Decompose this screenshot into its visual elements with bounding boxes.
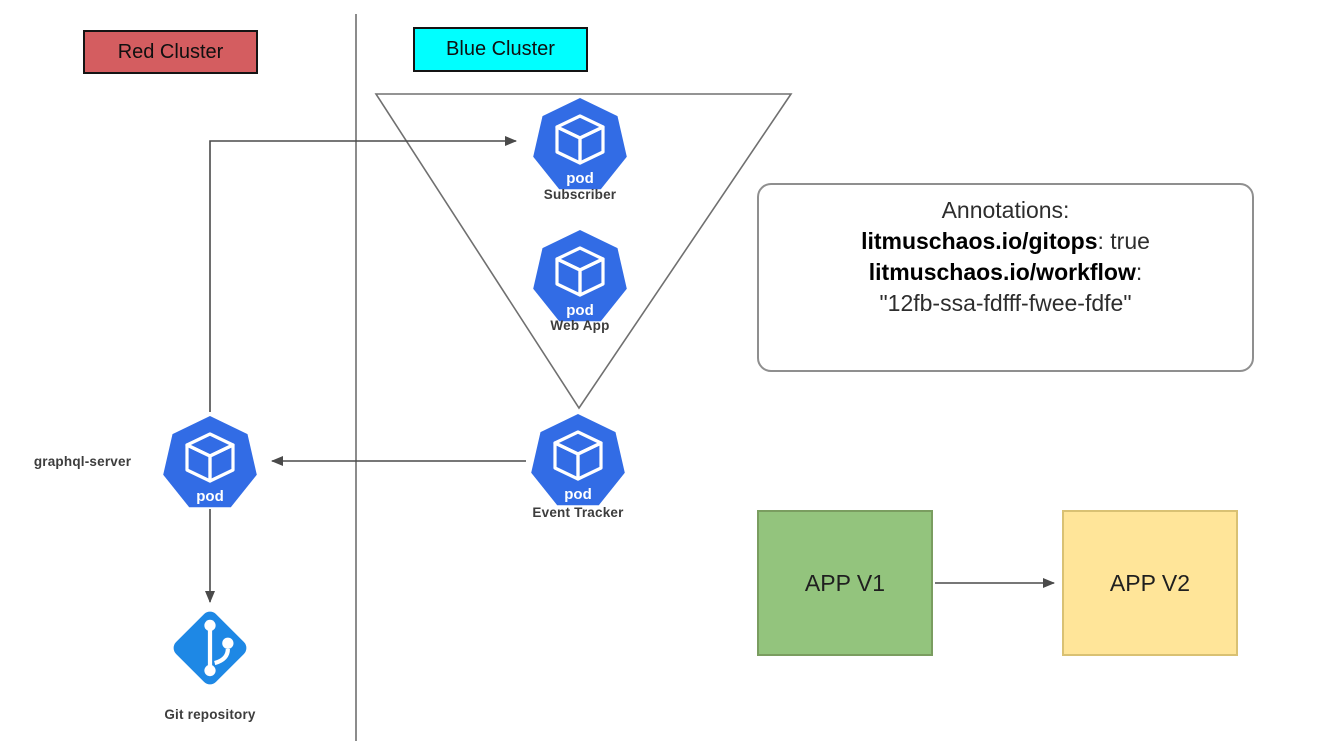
pod-graphql-server: pod [160,414,260,515]
pod-subscriber-label: Subscriber [543,187,617,202]
pod-event-tracker-label: Event Tracker [532,505,624,520]
funnel-triangle [374,93,793,410]
git-repository-label: Git repository [164,707,256,722]
pod-icon-subscriber: pod [533,98,627,190]
red-cluster-text: Red Cluster [117,40,224,63]
annotations-workflow-colon: : [1135,259,1143,285]
annotations-gitops-value: : true [1097,228,1150,254]
blue-cluster-label: Blue Cluster [413,27,588,72]
pod-web-app-label: Web App [550,318,610,333]
app-v1-label: APP V1 [804,569,886,596]
annotations-box: Annotations: litmuschaos.io/gitops: true… [757,183,1254,372]
pod-icon-text: pod [566,302,594,319]
app-v2-box: APP V2 [1062,510,1238,656]
pod-icon-text: pod [566,170,594,187]
git-repository-icon [173,611,247,685]
pod-icon-graphql-server: pod [163,416,257,508]
pod-web-app: pod [530,228,630,329]
annotations-workflow-line: litmuschaos.io/workflow: [759,257,1252,288]
pod-icon-text: pod [196,488,224,505]
annotations-gitops-key: litmuschaos.io/gitops [861,228,1098,254]
annotations-workflow-value: "12fb-ssa-fdfff-fwee-fdfe" [879,290,1132,316]
pod-icon-text: pod [564,486,592,503]
annotations-title: Annotations: [941,197,1070,223]
pod-graphql-server-label: graphql-server [33,454,132,469]
pod-subscriber: pod [530,96,630,197]
git-repository-node [163,601,257,700]
app-v1-box: APP V1 [757,510,933,656]
app-v2-label: APP V2 [1109,569,1191,596]
annotations-workflow-key: litmuschaos.io/workflow [868,259,1136,285]
arrow-graphql-to-subscriber [209,136,517,412]
blue-cluster-text: Blue Cluster [446,38,555,60]
pod-icon-event-tracker: pod [531,414,625,506]
pod-icon-web-app: pod [533,230,627,322]
annotations-gitops-line: litmuschaos.io/gitops: true [759,226,1252,257]
pod-event-tracker: pod [528,412,628,513]
red-cluster-label: Red Cluster [83,30,258,74]
